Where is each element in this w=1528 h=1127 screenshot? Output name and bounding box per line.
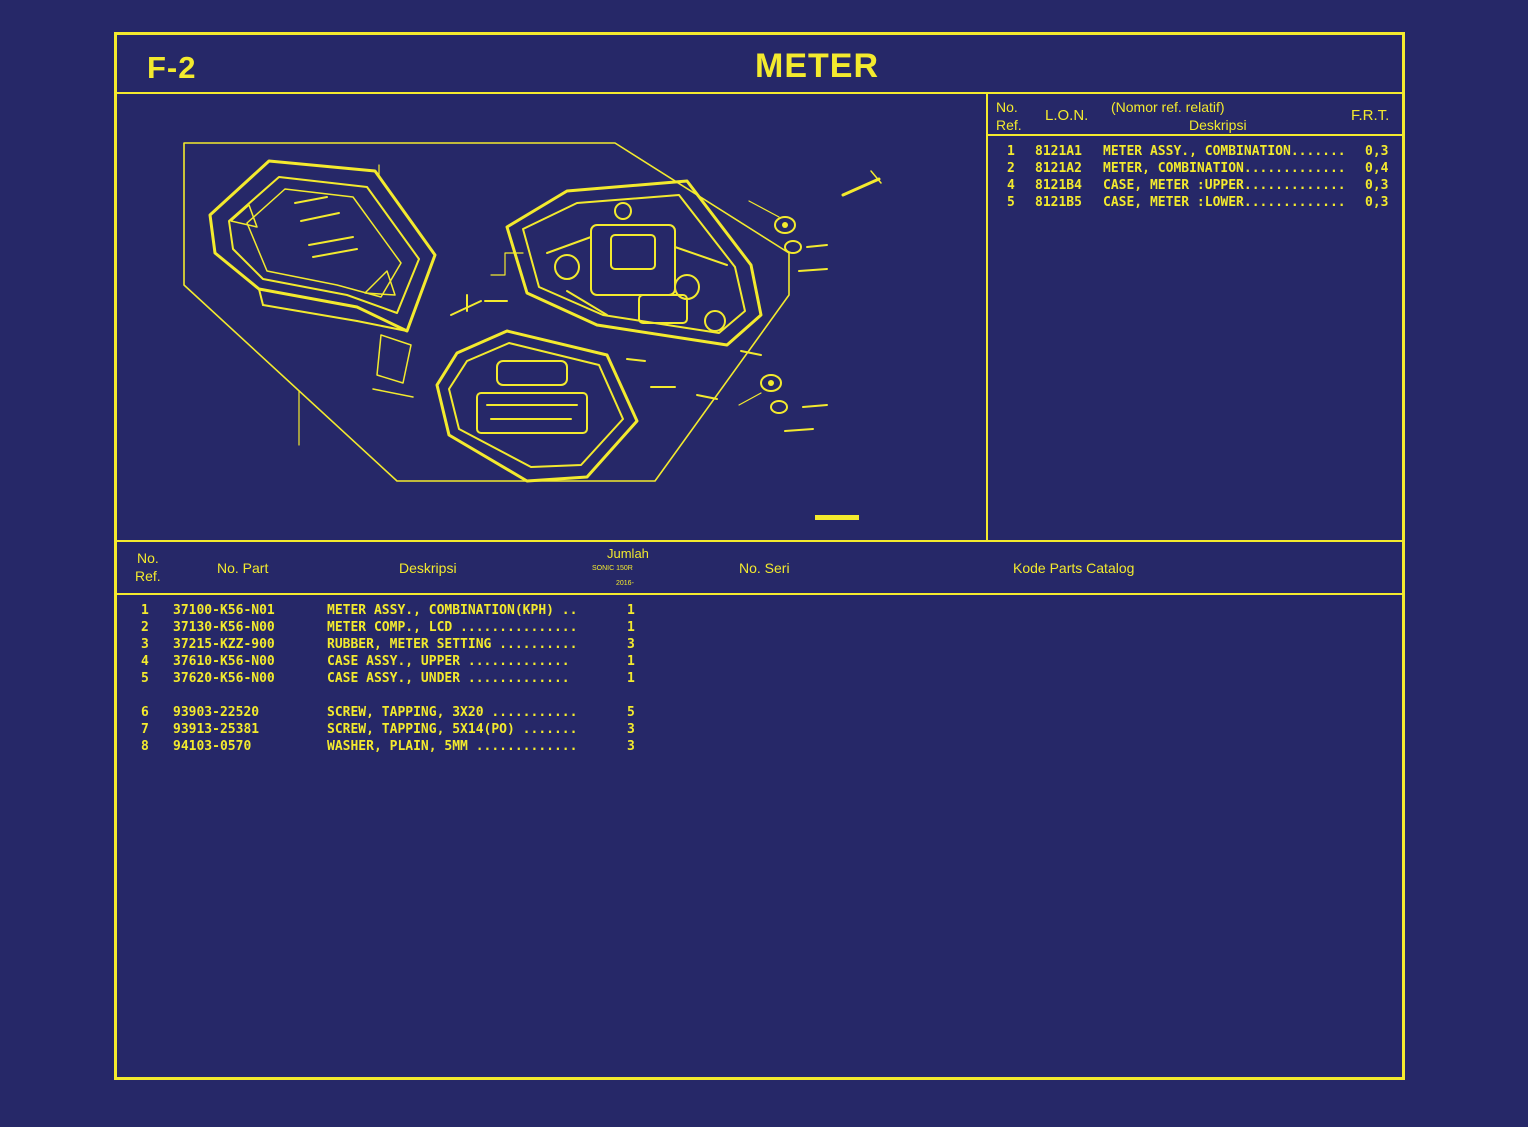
parts-col-qty-model: SONIC 150R — [592, 565, 633, 572]
parts-row-qty: 3 — [627, 722, 635, 737]
parts-row-ref: 2 — [141, 620, 149, 635]
ref-row-frt: 0,3 — [1365, 144, 1389, 159]
parts-row-part: 93913-25381 — [173, 722, 260, 737]
parts-row-desc: METER COMP., LCD ............... — [327, 620, 578, 635]
parts-col-qty-year: 2016- — [616, 580, 634, 587]
parts-header-bottom-divider — [117, 593, 1402, 595]
ref-row-lon: 8121A2 — [1035, 161, 1082, 176]
parts-row-ref: 7 — [141, 722, 149, 737]
ref-row-lon: 8121B4 — [1035, 178, 1082, 193]
parts-row-ref: 6 — [141, 705, 149, 720]
parts-row-qty: 3 — [627, 637, 635, 652]
parts-row-desc: CASE ASSY., UNDER ............. — [327, 671, 570, 686]
ref-row-lon: 8121A1 — [1035, 144, 1082, 159]
ref-col-desc-line1: (Nomor ref. relatif) — [1111, 99, 1225, 115]
ref-row-desc: METER, COMBINATION............. — [1103, 161, 1346, 176]
parts-row-part: 37130-K56-N00 — [173, 620, 275, 635]
parts-row-part: 93903-22520 — [173, 705, 260, 720]
parts-row-desc: SCREW, TAPPING, 3X20 ........... — [327, 705, 578, 720]
parts-row-ref: 5 — [141, 671, 149, 686]
parts-row-qty: 3 — [627, 739, 635, 754]
parts-row-desc: SCREW, TAPPING, 5X14(PO) ....... — [327, 722, 578, 737]
parts-row-ref: 1 — [141, 603, 149, 618]
ref-row-desc: METER ASSY., COMBINATION....... — [1103, 144, 1346, 159]
parts-row-qty: 1 — [627, 654, 635, 669]
ref-row-lon: 8121B5 — [1035, 195, 1082, 210]
parts-row-desc: WASHER, PLAIN, 5MM ............. — [327, 739, 578, 754]
ref-row-frt: 0,3 — [1365, 178, 1389, 193]
parts-row-part: 37215-KZZ-900 — [173, 637, 275, 652]
ref-row-desc: CASE, METER :LOWER............. — [1103, 195, 1346, 210]
ref-col-no-line2: Ref. — [996, 117, 1022, 133]
ref-col-desc-line2: Deskripsi — [1189, 117, 1247, 133]
ref-row-ref: 2 — [1007, 161, 1015, 176]
section-code: F-2 — [147, 50, 197, 85]
ref-row-desc: CASE, METER :UPPER............. — [1103, 178, 1346, 193]
ref-row-ref: 1 — [1007, 144, 1015, 159]
parts-col-serial: No. Seri — [739, 560, 790, 576]
parts-col-no-line2: Ref. — [135, 568, 161, 584]
parts-row-part: 37610-K56-N00 — [173, 654, 275, 669]
parts-col-desc: Deskripsi — [399, 560, 457, 576]
parts-row-qty: 1 — [627, 620, 635, 635]
diagram-divider — [986, 93, 988, 540]
parts-row-part: 37620-K56-N00 — [173, 671, 275, 686]
parts-row-qty: 5 — [627, 705, 635, 720]
parts-col-part: No. Part — [217, 560, 269, 576]
parts-col-qty: Jumlah — [607, 546, 649, 561]
ref-row-ref: 4 — [1007, 178, 1015, 193]
parts-row-qty: 1 — [627, 671, 635, 686]
parts-row-ref: 8 — [141, 739, 149, 754]
parts-col-catalog: Kode Parts Catalog — [1013, 560, 1135, 576]
parts-header-top-divider — [117, 540, 1402, 542]
ref-row-ref: 5 — [1007, 195, 1015, 210]
parts-row-desc: CASE ASSY., UPPER ............. — [327, 654, 570, 669]
parts-row-part: 37100-K56-N01 — [173, 603, 275, 618]
parts-row-ref: 4 — [141, 654, 149, 669]
page-title: METER — [755, 47, 879, 85]
ref-row-frt: 0,3 — [1365, 195, 1389, 210]
parts-row-part: 94103-0570 — [173, 739, 252, 754]
parts-row-qty: 1 — [627, 603, 635, 618]
parts-row-ref: 3 — [141, 637, 149, 652]
parts-col-no-line1: No. — [137, 550, 159, 566]
parts-catalog-sheet: F-2 METER — [114, 32, 1405, 1080]
ref-header-divider — [986, 134, 1402, 136]
parts-row-desc: RUBBER, METER SETTING .......... — [327, 637, 578, 652]
meter-exploded-diagram — [183, 142, 882, 520]
ref-col-lon: L.O.N. — [1045, 107, 1089, 124]
ref-row-frt: 0,4 — [1365, 161, 1389, 176]
header-divider — [117, 92, 1402, 94]
parts-row-desc: METER ASSY., COMBINATION(KPH) .. — [327, 603, 578, 618]
ref-col-frt: F.R.T. — [1351, 107, 1390, 124]
ref-col-no-line1: No. — [996, 99, 1018, 115]
